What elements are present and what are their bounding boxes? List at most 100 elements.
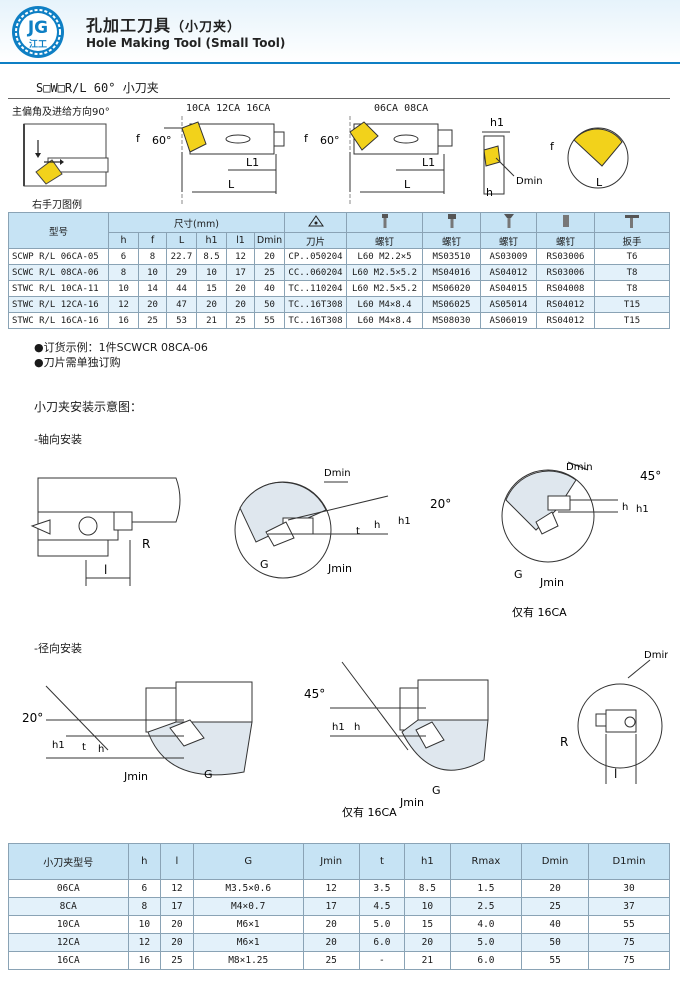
spec-cell: 50: [254, 296, 285, 313]
page-title-en: Hole Making Tool (Small Tool): [86, 36, 286, 50]
spec-cell: TC..16T308: [284, 312, 347, 329]
dim-cell: 50: [521, 933, 589, 952]
spec-cell: L60 M2.5×5.2: [346, 264, 423, 281]
header-banner: [0, 0, 680, 62]
spec-cell: 20: [226, 296, 255, 313]
label-L1-b: L1: [422, 156, 435, 169]
radial-diagram-1: [45, 681, 253, 776]
dim-cell: 8CA: [8, 897, 129, 916]
dim-col-header: l: [160, 843, 194, 880]
spec-cell: MS03510: [422, 248, 481, 265]
countersunk-screw-icon: [503, 214, 514, 228]
axial-label-R: R: [142, 537, 150, 551]
dim-cell: 17: [302, 897, 360, 916]
dim-cell: 12: [160, 879, 194, 898]
spec-cell: L60 M2.5×5.2: [346, 280, 423, 297]
spec-cell: MS06020: [422, 280, 481, 297]
axial-label-G: G: [260, 558, 269, 571]
dim-cell: 1.5: [449, 879, 523, 898]
radial-label: -径向安装: [34, 642, 82, 655]
axial-cross-section-2: [501, 461, 618, 563]
spec-cell: TC..16T308: [284, 296, 347, 313]
spec-cell: MS06025: [422, 296, 481, 313]
dim-cell: 25: [521, 897, 589, 916]
label-f-side: f: [550, 140, 555, 153]
logo-text-top: JG: [27, 18, 48, 38]
label-L-b: L: [404, 178, 411, 191]
page-title-cn: 孔加工刀具（小刀夹）: [86, 12, 241, 36]
spec-col-screw-4: 螺钉: [536, 232, 595, 249]
spec-cell: 8: [138, 248, 167, 265]
dim-cell: 17: [160, 897, 194, 916]
spec-col-screw-2: 螺钉: [422, 232, 481, 249]
dim-cell: 16: [127, 951, 162, 970]
axial-label-dmin-2: Dmin: [566, 462, 593, 473]
radial-label-R: R: [560, 735, 568, 749]
right-hand-tool-illustration: [23, 123, 109, 187]
dim-col-header: D1min: [587, 843, 671, 880]
spec-cell: MS08030: [422, 312, 481, 329]
axial-label-t: t: [356, 526, 360, 537]
spec-cell: 22.7: [166, 248, 197, 265]
spec-cell: RS04012: [536, 296, 595, 313]
axial-label: -轴向安装: [34, 433, 82, 446]
spec-col-h: h: [108, 232, 139, 249]
axial-label-h1: h1: [398, 516, 411, 527]
insert-icon-cell: [284, 212, 347, 233]
radial-label-h1-2: h1: [332, 722, 345, 733]
dim-cell: 20: [404, 933, 451, 952]
dim-col-header: h: [127, 843, 162, 880]
axial-label-jmin: Jmin: [327, 562, 352, 575]
spec-col-dmin: Dmin: [254, 232, 285, 249]
axial-angle-45: 45°: [640, 469, 661, 483]
axial-label-h-2: h: [622, 502, 628, 513]
dim-cell: 20: [302, 933, 360, 952]
spec-cell: 14: [138, 280, 167, 297]
dim-cell: M4×0.7: [192, 897, 304, 916]
radial-label-h: h: [98, 744, 104, 755]
dim-cell: 25: [160, 951, 194, 970]
radial-label-h1: h1: [52, 740, 65, 751]
install-title: 小刀夹安装示意图：: [34, 400, 143, 414]
wrench-icon: [625, 215, 639, 228]
dim-cell: 30: [587, 879, 671, 898]
dim-col-header: 小刀夹型号: [8, 843, 129, 880]
label-dmin-side: Dmin: [516, 176, 543, 187]
label-h1-side: h1: [490, 116, 504, 129]
spec-cell: 12: [226, 248, 255, 265]
spec-cell: T6: [594, 248, 670, 265]
radial-label-l: l: [614, 767, 617, 781]
title-cn-main: 孔加工刀具: [86, 16, 172, 35]
spec-cell: 25: [138, 312, 167, 329]
spec-cell: 20: [138, 296, 167, 313]
dim-cell: M3.5×0.6: [192, 879, 304, 898]
screw-icon-cell-2: [422, 212, 481, 233]
axial-label-jmin-2: Jmin: [539, 576, 564, 589]
tool-diagram-a: f 60° L1 L: [136, 116, 285, 206]
radial-label-G-2: G: [432, 784, 441, 797]
axial-angle-20: 20°: [430, 497, 451, 511]
dim-col-header: t: [358, 843, 406, 880]
dim-cell: 2.5: [449, 897, 523, 916]
spec-cell: AS03009: [480, 248, 537, 265]
spec-cell: 20: [196, 296, 227, 313]
dim-cell: 10: [404, 897, 451, 916]
radial-label-G: G: [204, 768, 213, 781]
spec-cell: 16: [108, 312, 139, 329]
spec-cell-model: STWC R/L 16CA-16: [8, 312, 109, 329]
dim-cell: 40: [521, 915, 589, 934]
dim-cell: 21: [404, 951, 451, 970]
spec-col-size-group: 尺寸(mm): [108, 212, 285, 233]
dim-cell: 4.0: [449, 915, 523, 934]
dim-cell: 37: [587, 897, 671, 916]
angle-label-a: 60°: [152, 134, 172, 147]
screw-icon-cell-1: [346, 212, 423, 233]
spec-cell: 10: [196, 264, 227, 281]
spec-cell: 40: [254, 280, 285, 297]
screw-icon: [381, 214, 388, 228]
